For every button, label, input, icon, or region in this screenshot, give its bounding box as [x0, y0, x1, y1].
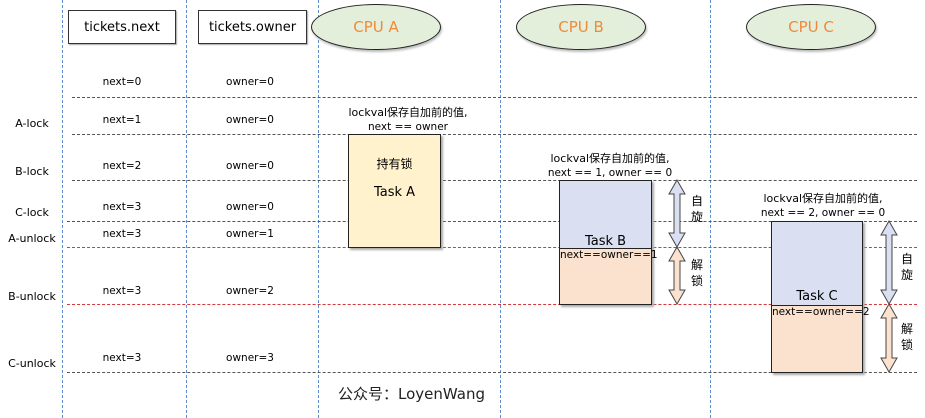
next-value: next=0 [102, 76, 142, 88]
owner-value: owner=2 [226, 285, 274, 297]
event-line-init [72, 97, 917, 98]
event-label: C-lock [15, 206, 49, 219]
unlock-double-arrow-icon [668, 245, 686, 306]
event-line-a-lock [72, 134, 917, 135]
owner-value: owner=0 [226, 76, 274, 88]
task-b-phase-arrows [668, 178, 686, 306]
event-label: C-unlock [8, 357, 56, 370]
cpu-a-note-line1: lockval保存自加前的值, [348, 106, 468, 119]
event-line-a-unlock [67, 247, 917, 248]
owner-value: owner=0 [226, 160, 274, 172]
next-value: next=3 [102, 352, 142, 364]
spin-label: 自旋 [690, 194, 703, 224]
cpu-a-note-line2: next == owner [368, 121, 448, 133]
event-label: B-unlock [8, 290, 56, 303]
spin-double-arrow-icon [668, 178, 686, 249]
footer-watermark: 公众号：LoyenWang [338, 385, 485, 403]
next-value: next=3 [102, 228, 142, 240]
column-divider [62, 0, 63, 418]
task-b-block: Task B next==owner==1 [559, 180, 658, 305]
task-c-block: Task C next==owner==2 [771, 221, 870, 373]
spin-double-arrow-icon [880, 219, 898, 306]
cpu-b-note-line2: next == 1, owner == 0 [547, 167, 673, 179]
unlock-double-arrow-icon [880, 302, 898, 374]
cpu-c-note-line2: next == 2, owner == 0 [760, 207, 886, 219]
task-c-phase-arrows [880, 219, 898, 374]
next-value: next=2 [102, 160, 142, 172]
column-divider [710, 0, 711, 418]
event-line-c-unlock [67, 372, 917, 373]
task-c-condition: next==owner==2 [772, 306, 870, 318]
task-a-hold-label: 持有锁 [376, 157, 413, 171]
cpu-b-ellipse: CPU B [516, 4, 646, 50]
task-c-unlock-phase [772, 305, 862, 372]
cpu-c-note-line1: lockval保存自加前的值, [763, 192, 883, 205]
event-line-b-lock [72, 180, 917, 181]
owner-value: owner=0 [226, 201, 274, 213]
cpu-b-note-line1: lockval保存自加前的值, [550, 152, 670, 165]
event-label: A-unlock [8, 232, 56, 245]
task-c-spin-phase [772, 222, 862, 305]
header-tickets-owner: tickets.owner [198, 10, 307, 44]
task-a-name: Task A [373, 185, 416, 200]
owner-value: owner=3 [226, 352, 274, 364]
next-value: next=3 [102, 201, 142, 213]
event-label: A-lock [15, 117, 49, 130]
next-value: next=3 [102, 285, 142, 297]
event-label: B-lock [15, 165, 49, 178]
owner-value: owner=0 [226, 114, 274, 126]
next-value: next=1 [102, 114, 142, 126]
task-b-name: Task B [584, 234, 627, 249]
column-divider [500, 0, 501, 418]
event-line-b-unlock [67, 304, 917, 305]
header-tickets-next: tickets.next [68, 10, 176, 44]
unlock-label: 解锁 [900, 322, 913, 352]
task-b-unlock-phase [560, 248, 651, 304]
cpu-c-ellipse: CPU C [746, 4, 876, 50]
cpu-a-ellipse: CPU A [311, 4, 441, 50]
task-a-block: 持有锁 Task A [348, 134, 441, 248]
column-divider [186, 0, 187, 418]
unlock-label: 解锁 [690, 258, 703, 288]
task-b-spin-phase [560, 181, 651, 248]
column-divider [318, 0, 319, 418]
task-b-condition: next==owner==1 [560, 249, 658, 261]
task-c-name: Task C [796, 289, 838, 304]
event-line-c-lock [67, 221, 917, 222]
owner-value: owner=1 [226, 228, 274, 240]
spin-label: 自旋 [900, 252, 913, 282]
